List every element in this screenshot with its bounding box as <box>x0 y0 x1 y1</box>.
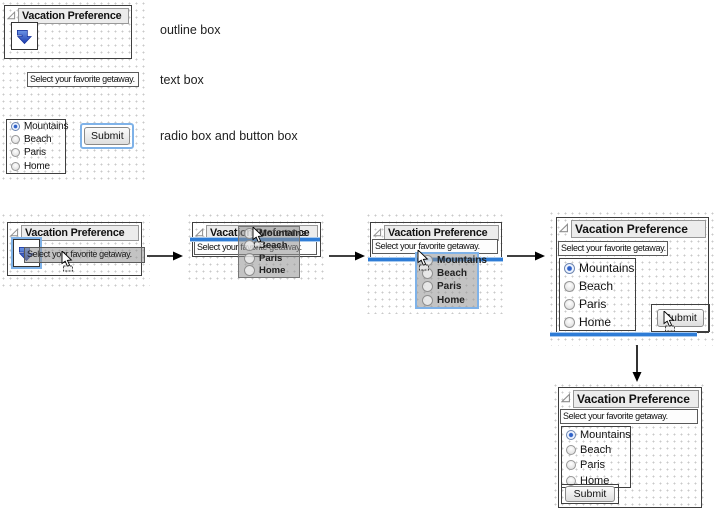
radio-icon <box>566 475 576 486</box>
radio-option-label: Mountains <box>579 261 635 275</box>
disclosure-triangle-icon[interactable] <box>195 228 204 237</box>
step4-panel: Vacation Preference <box>556 217 709 333</box>
radio-icon <box>564 298 575 310</box>
drag-cursor-icon <box>663 311 675 332</box>
radio-option-label: Beach <box>579 279 614 293</box>
radio-option-label: Home <box>259 265 286 277</box>
button-box: Submit <box>561 484 619 504</box>
radio-option-label: Beach <box>259 240 288 252</box>
radio-option-label: Beach <box>24 134 52 146</box>
radio-selected-icon <box>566 429 576 440</box>
radio-icon <box>11 148 20 158</box>
panel-title: Vacation Preference <box>571 220 706 238</box>
panel-title: Vacation Preference <box>384 225 499 241</box>
blue-drop-arrow-icon <box>16 29 33 44</box>
radio-icon <box>564 280 575 292</box>
radio-selected-icon <box>564 262 575 274</box>
radio-option-home[interactable]: Home <box>560 313 635 331</box>
flow-arrow-down-icon <box>632 345 642 382</box>
radio-icon <box>11 135 20 145</box>
prompt-text-box[interactable]: Select your favorite getaway. <box>560 409 698 424</box>
radio-option-label: Mountains <box>437 255 487 267</box>
dragged-button-box-ghost[interactable]: Submit <box>651 304 710 332</box>
radio-box: Mountains Beach Paris Home <box>559 258 636 331</box>
radio-option-beach[interactable]: Beach <box>562 442 630 457</box>
flow-arrow-right-icon <box>147 251 183 261</box>
radio-option-mountains[interactable]: Mountains <box>7 120 69 133</box>
radio-option-label: Mountains <box>259 227 307 239</box>
dragged-radio-box-ghost[interactable]: Mountains Beach Paris Home <box>238 226 307 278</box>
radio-icon <box>566 460 576 471</box>
annotation-outline-box: outline box <box>160 23 221 37</box>
disclosure-triangle-icon[interactable] <box>373 228 382 237</box>
disclosure-triangle-icon[interactable] <box>7 11 16 20</box>
radio-option-label: Home <box>24 160 50 172</box>
step1-panel: Vacation Preference <box>7 222 142 276</box>
radio-option-label: Mountains <box>580 428 631 441</box>
submit-button[interactable]: Submit <box>84 127 130 145</box>
annotation-text-box: text box <box>160 73 204 87</box>
insertion-line <box>550 332 697 337</box>
radio-option-mountains[interactable]: Mountains <box>562 427 631 442</box>
radio-option-paris[interactable]: Paris <box>562 458 630 473</box>
drag-cursor-icon <box>252 227 264 248</box>
radio-option-label: Beach <box>580 444 612 457</box>
drag-cursor-icon <box>61 251 73 272</box>
radio-icon <box>244 252 255 264</box>
radio-option-paris[interactable]: Paris <box>7 146 65 159</box>
disclosure-triangle-icon[interactable] <box>561 393 571 403</box>
radio-selected-icon <box>11 122 20 132</box>
submit-button[interactable]: Submit <box>565 486 615 502</box>
panel-title: Vacation Preference <box>573 390 699 408</box>
panel-title: Vacation Preference <box>21 225 139 241</box>
radio-icon <box>11 161 20 171</box>
final-panel: Vacation Preference <box>558 387 702 508</box>
radio-option-label: Paris <box>579 297 607 311</box>
radio-option-paris[interactable]: Paris <box>560 295 635 313</box>
disclosure-triangle-icon[interactable] <box>559 223 569 233</box>
radio-option-mountains[interactable]: Mountains <box>560 259 635 277</box>
focus-ring: Submit <box>80 123 134 149</box>
drop-arrow-button[interactable] <box>11 22 38 50</box>
radio-box: Mountains Beach Paris Home <box>561 426 631 488</box>
radio-option-label: Paris <box>437 281 462 293</box>
radio-option-label: Paris <box>24 147 46 159</box>
drag-cursor-icon <box>417 250 429 271</box>
prompt-text-box[interactable]: Select your favorite getaway. <box>27 72 139 87</box>
radio-box: Mountains Beach Paris Home <box>6 119 69 174</box>
annotation-radio-button-box: radio box and button box <box>160 129 298 143</box>
radio-icon <box>422 281 433 293</box>
radio-icon <box>244 265 255 277</box>
radio-option-label: Paris <box>259 252 283 264</box>
dragged-text-box-ghost[interactable]: Select your favorite getaway. <box>24 247 145 263</box>
radio-icon <box>566 445 576 456</box>
radio-option-label: Mountains <box>24 121 69 133</box>
dragged-radio-box-ghost-focused[interactable]: Mountains Beach Paris Home <box>415 252 487 309</box>
radio-option-home[interactable]: Home <box>7 160 65 173</box>
radio-option-label: Paris <box>580 459 606 472</box>
flow-arrow-right-icon <box>507 251 545 261</box>
radio-option-beach[interactable]: Beach <box>7 133 65 146</box>
radio-option-label: Home <box>437 294 465 306</box>
outline-box-panel: Vacation Preference <box>4 5 132 59</box>
radio-option-beach[interactable]: Beach <box>560 277 635 295</box>
radio-icon <box>422 294 433 306</box>
panel-title: Vacation Preference <box>18 8 129 24</box>
radio-icon <box>564 316 575 328</box>
flow-arrow-right-icon <box>329 251 365 261</box>
radio-option-label: Home <box>579 315 612 329</box>
prompt-text-box[interactable]: Select your favorite getaway. <box>558 241 668 256</box>
radio-option-home[interactable]: Home <box>562 473 630 488</box>
radio-option-label: Home <box>580 474 610 487</box>
radio-option-label: Beach <box>437 268 468 280</box>
disclosure-triangle-icon[interactable] <box>10 228 19 237</box>
